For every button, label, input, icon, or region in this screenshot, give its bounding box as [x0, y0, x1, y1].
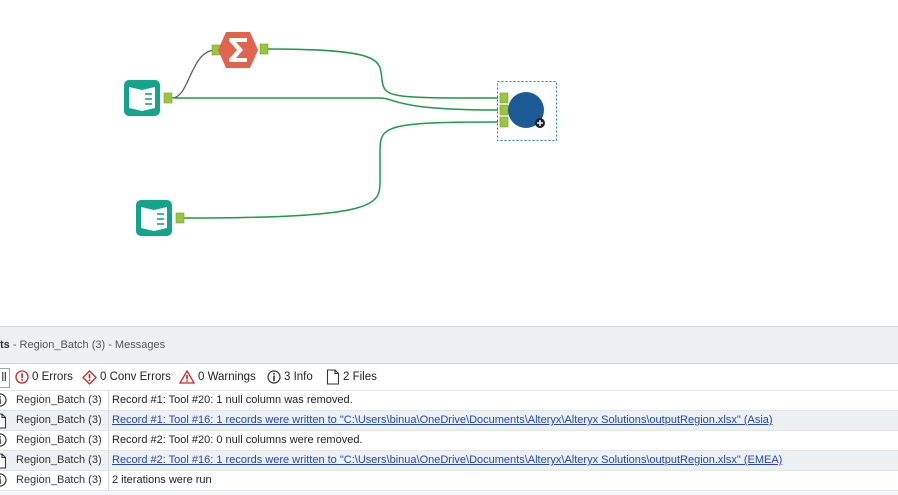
file-icon — [0, 413, 7, 429]
message-row[interactable]: Region_Batch (3) Record #1: Tool #20: 1 … — [0, 391, 898, 411]
filter-all-button[interactable]: ll — [0, 368, 10, 388]
filter-warnings-button[interactable]: 0 Warnings — [179, 368, 256, 386]
filter-conv-errors-button[interactable]: 0 Conv Errors — [82, 368, 171, 386]
error-icon — [15, 370, 29, 384]
filter-errors-label: 0 Errors — [32, 371, 73, 383]
summarize-tool[interactable] — [211, 32, 269, 68]
message-tool: Region_Batch (3) — [16, 394, 102, 406]
file-icon — [0, 453, 7, 469]
info-icon — [0, 393, 7, 407]
message-tool: Region_Batch (3) — [16, 414, 102, 426]
filter-warnings-label: 0 Warnings — [198, 371, 256, 383]
message-file-link[interactable]: Record #1: Tool #16: 1 records were writ… — [112, 414, 773, 426]
filter-info-label: 3 Info — [284, 371, 313, 383]
conv-error-icon — [82, 369, 97, 385]
input-data-tool-1[interactable] — [124, 80, 173, 116]
warning-icon — [179, 370, 195, 384]
file-icon — [326, 369, 340, 385]
results-title-prefix: ts — [0, 339, 10, 351]
messages-list: Region_Batch (3) Record #1: Tool #20: 1 … — [0, 391, 898, 491]
filter-info-button[interactable]: 3 Info — [267, 368, 313, 386]
results-panel: ts - Region_Batch (3) - Messages ll 0 Er… — [0, 326, 898, 495]
message-row[interactable]: Region_Batch (3) 2 iterations were run — [0, 471, 898, 491]
input-connector-3[interactable] — [499, 116, 509, 128]
wire-input2-to-macro — [183, 121, 499, 219]
message-filter-bar: ll 0 Errors 0 Conv Errors 0 War — [0, 364, 898, 391]
output-connector[interactable] — [259, 43, 269, 55]
filter-all-label: ll — [1, 372, 7, 384]
input-connector-2[interactable] — [499, 104, 509, 116]
wire-input1-to-macro — [174, 97, 499, 111]
results-title: ts - Region_Batch (3) - Messages — [0, 339, 165, 351]
input-connector-1[interactable] — [499, 92, 509, 104]
wire-summarize-to-macro — [265, 48, 499, 99]
batch-macro-tool[interactable] — [497, 81, 557, 141]
input-data-tool-2[interactable] — [136, 200, 185, 236]
book-icon — [141, 207, 167, 231]
book-icon — [129, 87, 155, 111]
selection-box — [497, 81, 557, 141]
results-header: ts - Region_Batch (3) - Messages — [0, 327, 898, 364]
message-tool: Region_Batch (3) — [16, 454, 102, 466]
results-title-rest: - Region_Batch (3) - Messages — [9, 339, 166, 351]
info-icon — [0, 473, 7, 487]
workflow-svg — [124, 32, 557, 236]
filter-files-label: 2 Files — [343, 371, 377, 383]
message-text: Record #2: Tool #20: 0 null columns were… — [112, 434, 363, 446]
message-row[interactable]: Region_Batch (3) Record #2: Tool #16: 1 … — [0, 451, 898, 471]
message-tool: Region_Batch (3) — [16, 474, 102, 486]
message-text: 2 iterations were run — [112, 474, 212, 486]
message-file-link[interactable]: Record #2: Tool #16: 1 records were writ… — [112, 454, 783, 466]
sigma-icon — [229, 38, 247, 62]
filter-conv-errors-label: 0 Conv Errors — [100, 371, 171, 383]
output-connector[interactable] — [163, 92, 173, 104]
filter-errors-button[interactable]: 0 Errors — [15, 368, 73, 386]
message-row[interactable]: Region_Batch (3) Record #1: Tool #16: 1 … — [0, 411, 898, 431]
info-icon — [267, 370, 281, 384]
info-icon — [0, 433, 7, 447]
wire-input1-to-summarize — [171, 49, 217, 99]
filter-files-button[interactable]: 2 Files — [326, 368, 377, 386]
message-text: Record #1: Tool #20: 1 null column was r… — [112, 394, 353, 406]
message-row[interactable]: Region_Batch (3) Record #2: Tool #20: 0 … — [0, 431, 898, 451]
output-connector[interactable] — [175, 212, 185, 224]
workflow-canvas[interactable] — [0, 0, 898, 326]
circle-macro-icon — [508, 92, 544, 128]
message-tool: Region_Batch (3) — [16, 434, 102, 446]
